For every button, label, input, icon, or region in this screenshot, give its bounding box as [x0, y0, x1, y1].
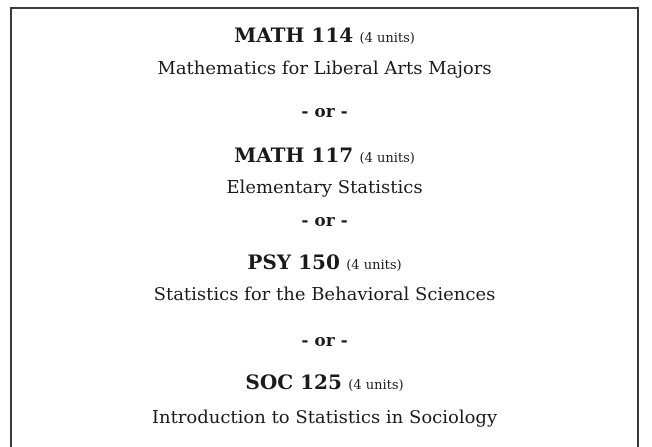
- course-title: Statistics for the Behavioral Sciences: [153, 284, 496, 305]
- course-units: (4 units): [348, 378, 404, 393]
- course-units: (4 units): [359, 31, 415, 46]
- course-options-box: MATH 114 (4 units) Mathematics for Liber…: [10, 7, 639, 447]
- course-heading: MATH 114 (4 units): [12, 23, 637, 47]
- course-heading: PSY 150 (4 units): [12, 250, 637, 274]
- course-units: (4 units): [359, 151, 415, 166]
- course-code: MATH 114: [234, 23, 354, 47]
- course-heading: SOC 125 (4 units): [12, 370, 637, 394]
- course-title: Mathematics for Liberal Arts Majors: [157, 58, 492, 79]
- course-title: Introduction to Statistics in Sociology: [151, 407, 498, 428]
- course-code: MATH 117: [234, 143, 354, 167]
- course-units: (4 units): [346, 258, 402, 273]
- course-code: SOC 125: [245, 370, 342, 394]
- or-separator: - or -: [301, 102, 348, 122]
- or-separator: - or -: [301, 211, 348, 231]
- course-title: Elementary Statistics: [226, 177, 423, 198]
- course-heading: MATH 117 (4 units): [12, 143, 637, 167]
- course-code: PSY 150: [247, 250, 340, 274]
- or-separator: - or -: [301, 331, 348, 351]
